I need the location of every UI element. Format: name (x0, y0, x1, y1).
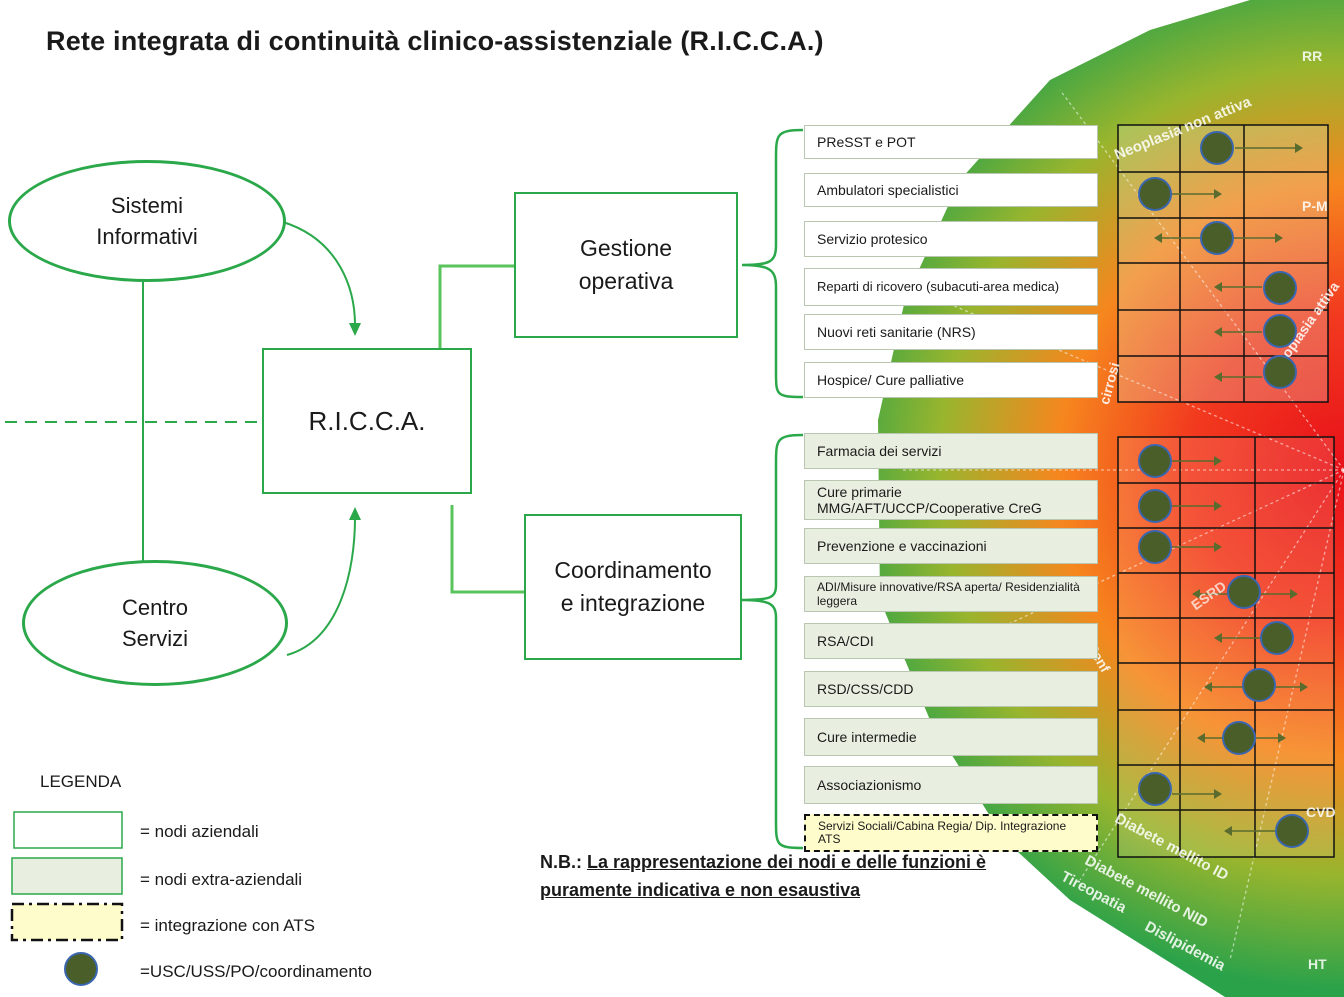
connector-to-gestione (438, 264, 514, 348)
coordinamento-integrazione-box: Coordinamento e integrazione (524, 514, 742, 660)
node-farmacia: Farmacia dei servizi (804, 433, 1098, 469)
coordination-dot (1242, 668, 1276, 702)
node-cure-primarie: Cure primarie MMG/AFT/UCCP/Cooperative C… (804, 480, 1098, 520)
coordination-dot (1138, 177, 1172, 211)
legend-green-swatch (11, 857, 123, 895)
coordination-dot (1200, 131, 1234, 165)
coordination-dot (1200, 221, 1234, 255)
note-line1: La rappresentazione dei nodi e delle fun… (587, 852, 987, 872)
coordination-dot (1138, 772, 1172, 806)
node-servizi-sociali-ats: Servizi Sociali/Cabina Regia/ Dip. Integ… (804, 814, 1098, 852)
node-hospice: Hospice/ Cure palliative (804, 362, 1098, 398)
node-nrs: Nuovi reti sanitarie (NRS) (804, 314, 1098, 350)
legend-label-extra-aziendali: = nodi extra-aziendali (140, 870, 303, 889)
bg-word-rr: RR (1302, 48, 1323, 64)
note-prefix: N.B.: (540, 852, 587, 872)
note-block: N.B.: La rappresentazione dei nodi e del… (540, 848, 986, 904)
note-line2: puramente indicativa e non esaustiva (540, 880, 861, 900)
node-presst-pot: PReSST e POT (804, 125, 1098, 159)
node-reparti-ricovero: Reparti di ricovero (subacuti-area medic… (804, 268, 1098, 306)
ellipse-centro-servizi: Centro Servizi (22, 560, 288, 686)
coordination-dot (1263, 271, 1297, 305)
node-servizio-protesico: Servizio protesico (804, 221, 1098, 257)
node-rsa-cdi: RSA/CDI (804, 623, 1098, 659)
gestione-operativa-box: Gestione operativa (514, 192, 738, 338)
legend-label-aziendali: = nodi aziendali (140, 822, 259, 841)
coordination-dot (1138, 444, 1172, 478)
coordination-dot (1138, 530, 1172, 564)
legend-white-swatch (13, 811, 123, 849)
legend-label-ats: = integrazione con ATS (140, 916, 315, 935)
legend-dot (64, 952, 98, 986)
brace-coordinamento (741, 433, 804, 850)
ellipse-sistemi-informativi: Sistemi Informativi (8, 160, 286, 282)
page-title: Rete integrata di continuità clinico-ass… (46, 26, 824, 56)
coordination-dot (1260, 621, 1294, 655)
node-prevenzione: Prevenzione e vaccinazioni (804, 528, 1098, 564)
node-cure-intermedie: Cure intermedie (804, 718, 1098, 756)
node-rsd-css-cdd: RSD/CSS/CDD (804, 671, 1098, 707)
legend-label-coordinamento: =USC/USS/PO/coordinamento (140, 962, 372, 981)
legend-ats-swatch (10, 902, 124, 942)
coordination-dot (1227, 575, 1261, 609)
node-ambulatori: Ambulatori specialistici (804, 173, 1098, 207)
arrow-sistemi-to-ricca (282, 221, 356, 326)
connector-to-coordinamento (450, 505, 524, 594)
bg-word-cvd: CVD (1306, 804, 1336, 820)
coordination-dot (1263, 314, 1297, 348)
coordination-dot (1222, 721, 1256, 755)
node-associazionismo: Associazionismo (804, 766, 1098, 804)
node-adi: ADI/Misure innovative/RSA aperta/ Reside… (804, 576, 1098, 612)
brace-gestione (741, 128, 804, 399)
coordination-dot (1138, 489, 1172, 523)
coordination-dot (1263, 355, 1297, 389)
ricca-box: R.I.C.C.A. (262, 348, 472, 494)
arrow-centro-to-ricca (286, 517, 356, 656)
coordination-dot (1275, 814, 1309, 848)
bg-word-ht: HT (1308, 956, 1327, 972)
bg-word-p-m: P-M (1302, 198, 1328, 214)
legend-title: LEGENDA (40, 772, 122, 791)
